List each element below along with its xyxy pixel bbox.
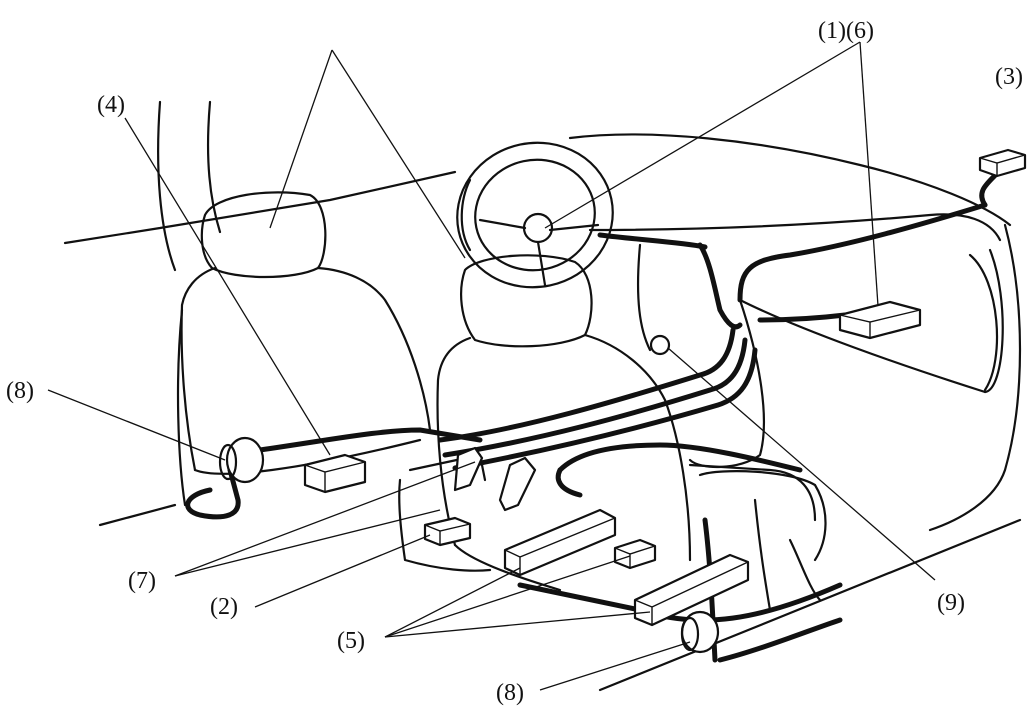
vehicle-body-outline: [63, 100, 1022, 692]
steering-wheel: [456, 141, 614, 289]
component-1-6-airbag-module: [838, 300, 922, 340]
leader-lines: [47, 41, 936, 691]
instrument-panel: [588, 213, 1004, 522]
center-seat: [398, 254, 692, 592]
label-2: (2): [210, 594, 238, 620]
left-seat: [176, 191, 432, 507]
component-5-sensor: [613, 538, 657, 570]
label-1-6: (1)(6): [818, 18, 874, 44]
component-5-seat-rail-short: [633, 553, 750, 627]
buckle-switch: [453, 446, 537, 512]
component-4-module: [303, 453, 367, 494]
component-2-sensor: [423, 516, 472, 547]
label-5: (5): [337, 628, 365, 654]
wire-harness: [185, 167, 1003, 663]
component-left-pretensioner-cylinder: [218, 436, 265, 484]
callout-labels: (1)(6) (3) (4) (8) (7) (2) (5) (8) (9): [6, 18, 1023, 706]
label-9: (9): [937, 590, 965, 616]
component-5-seat-rail-long: [503, 508, 617, 577]
component-3-connector: [978, 148, 1027, 178]
label-3: (3): [995, 64, 1023, 90]
component-9-sensor: [649, 334, 671, 356]
label-8-left: (8): [6, 378, 34, 404]
label-8-bottom: (8): [496, 680, 524, 706]
component-bottom-pretensioner-cylinder: [680, 610, 720, 654]
label-7: (7): [128, 568, 156, 594]
label-4: (4): [97, 92, 125, 118]
